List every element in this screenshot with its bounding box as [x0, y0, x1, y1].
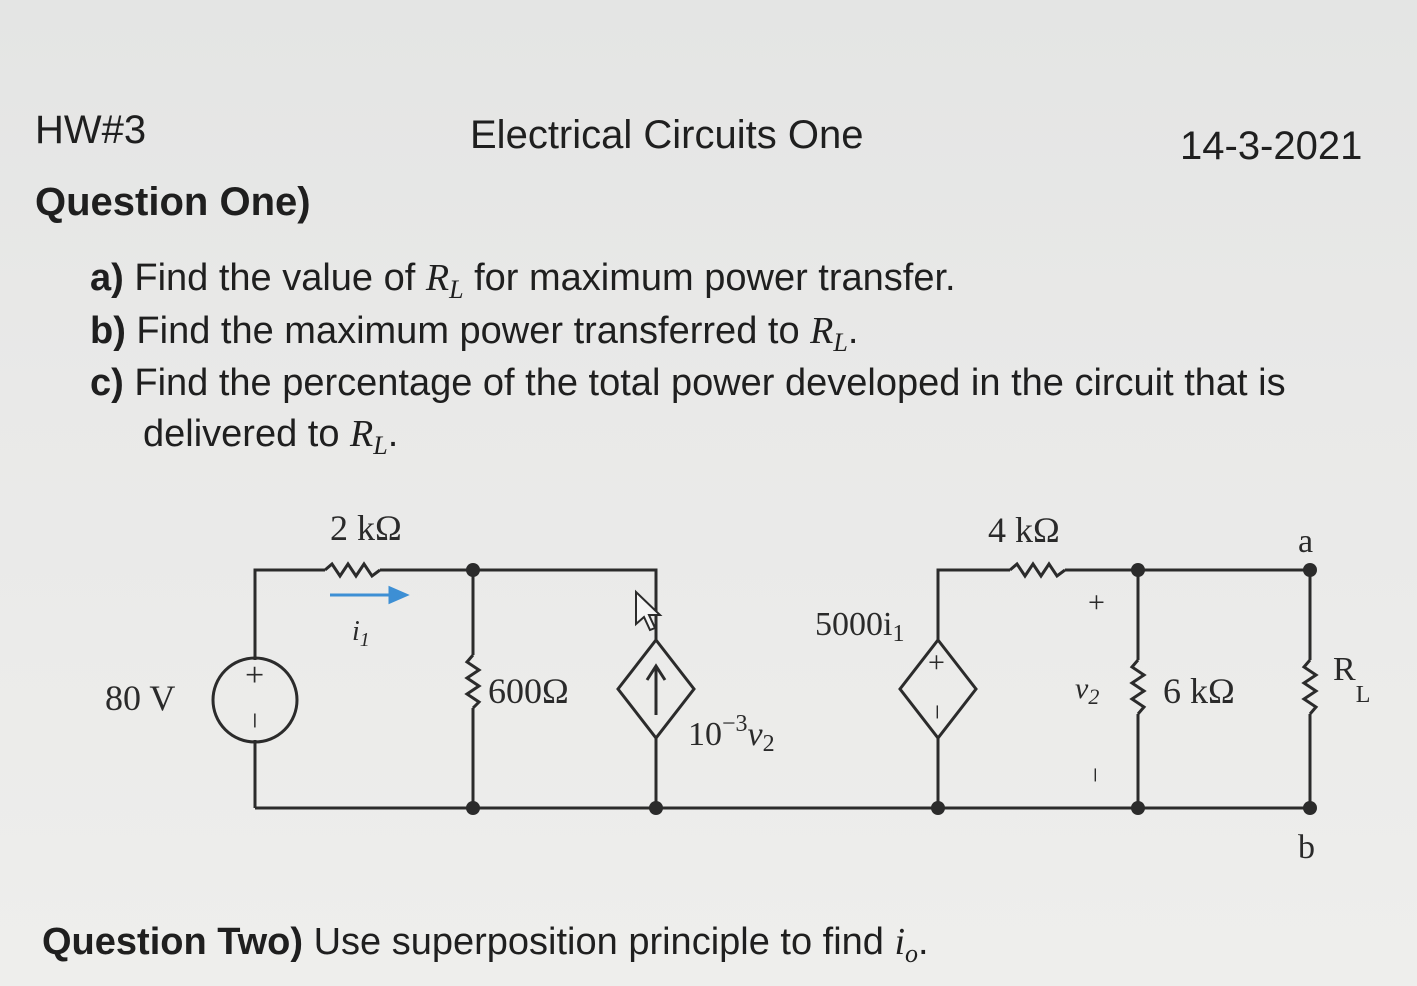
- i1-label: i1: [352, 616, 370, 651]
- item-var: R: [350, 413, 374, 455]
- v2-minus-sign: −: [1079, 767, 1110, 783]
- date: 14-3-2021: [1180, 124, 1363, 168]
- question-two-var: i: [894, 921, 906, 963]
- r1-label: 2 kΩ: [330, 508, 402, 548]
- node-dot: [466, 801, 480, 815]
- resistor-2k: [324, 561, 381, 579]
- terminal-b-label: b: [1298, 829, 1315, 866]
- vcvs-minus-sign: −: [921, 704, 952, 720]
- homework-number: HW#3: [35, 108, 147, 152]
- item-text-end: .: [387, 413, 399, 455]
- ccs-label: 10−3v2: [688, 711, 775, 757]
- dependent-current-source: [616, 637, 696, 741]
- rl-label: RL: [1333, 651, 1370, 708]
- node-dot: [1131, 801, 1145, 815]
- resistor-rl: [1301, 659, 1319, 715]
- terminal-a-label: a: [1298, 523, 1313, 560]
- source-voltage-label: 80 V: [105, 678, 175, 718]
- item-var: R: [810, 310, 834, 352]
- wire-top-left: [253, 568, 325, 660]
- item-text-end: for maximum power transfer.: [463, 257, 956, 299]
- item-text: delivered to: [143, 413, 351, 455]
- item-sub: L: [449, 275, 464, 304]
- item-label: c): [90, 362, 124, 404]
- resistor-4k: [1009, 561, 1066, 579]
- node-dot: [1131, 563, 1145, 577]
- item-label: b): [90, 310, 126, 352]
- item-sub: L: [373, 431, 388, 460]
- question-two-sub: o: [905, 939, 919, 968]
- vcvs-plus-sign: +: [928, 646, 945, 679]
- question-two-title: Question Two): [42, 921, 304, 963]
- resistor-6k: [1129, 659, 1147, 715]
- item-text: Find the percentage of the total power d…: [123, 362, 1286, 404]
- item-text: Find the value of: [123, 257, 426, 299]
- wire-vcvs-top: [936, 568, 1010, 640]
- resistor-600: [464, 654, 482, 710]
- item-text: Find the maximum power transferred to: [125, 310, 811, 352]
- node-dot: [649, 801, 663, 815]
- v2-plus-sign: +: [1088, 586, 1105, 619]
- dependent-voltage-source: [898, 637, 978, 741]
- source-plus-sign: +: [245, 657, 264, 694]
- question-item-c-continued: delivered to RL.: [143, 412, 398, 461]
- question-two: Question Two) Use superposition principl…: [42, 920, 929, 969]
- item-sub: L: [833, 328, 848, 357]
- up-arrow-icon: [645, 663, 667, 715]
- question-item-c: c) Find the percentage of the total powe…: [90, 362, 1286, 405]
- current-arrow-icon: [330, 585, 410, 605]
- node-dot: [466, 563, 480, 577]
- v2-label: v2: [1075, 672, 1099, 709]
- vcvs-label: 5000i1: [815, 606, 904, 647]
- r3-label: 4 kΩ: [988, 510, 1060, 550]
- r2-label: 600Ω: [488, 671, 569, 711]
- item-text-end: .: [847, 310, 859, 352]
- cursor-icon: [635, 589, 663, 632]
- course-title: Electrical Circuits One: [470, 113, 864, 157]
- terminal-a-dot: [1303, 563, 1317, 577]
- item-label: a): [90, 257, 124, 299]
- item-var: R: [425, 257, 450, 299]
- question-two-text: Use superposition principle to find: [303, 921, 895, 963]
- source-minus-sign: −: [238, 712, 271, 729]
- question-item-a: a) Find the value of RL for maximum powe…: [90, 256, 956, 305]
- wire-top-mid: [380, 568, 658, 640]
- question-item-b: b) Find the maximum power transferred to…: [90, 309, 858, 358]
- terminal-b-dot: [1303, 801, 1317, 815]
- question-one-title: Question One): [35, 180, 311, 224]
- question-two-end: .: [918, 921, 929, 963]
- r4-label: 6 kΩ: [1163, 671, 1235, 711]
- node-dot: [931, 801, 945, 815]
